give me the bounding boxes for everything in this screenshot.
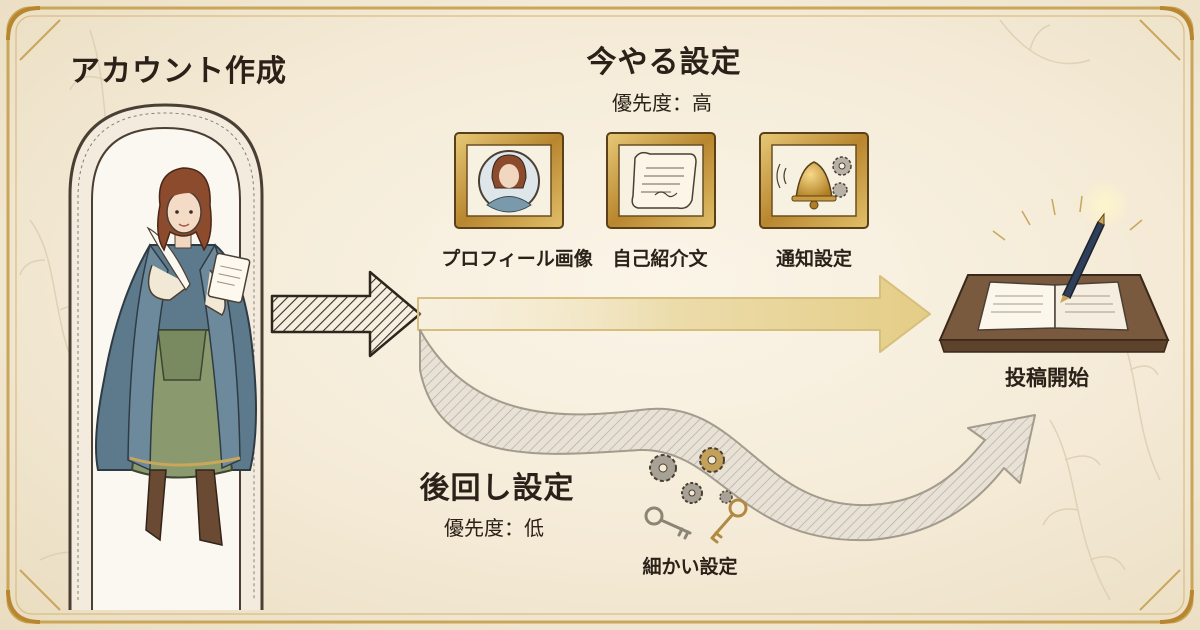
low-priority-path-arrow [419, 329, 1036, 542]
item-bio-label: 自己紹介文 [612, 248, 708, 270]
low-priority-level: 優先度：低 [444, 516, 544, 540]
profile-frame [454, 132, 564, 229]
start-arrow [270, 270, 422, 358]
high-priority-title: 今やる設定 [586, 45, 742, 80]
high-priority-path-arrow [417, 275, 931, 353]
high-priority-level: 優先度：高 [612, 91, 712, 115]
item-profile-label: プロフィール画像 [441, 248, 593, 270]
start-title: アカウント作成 [70, 54, 287, 89]
woman-character-illustration [95, 167, 257, 546]
ornate-border [6, 6, 1194, 624]
detail-settings-label: 細かい設定 [642, 556, 738, 578]
bio-frame [606, 132, 716, 229]
book-desk-illustration [938, 179, 1170, 353]
gears-keys-illustration [644, 447, 748, 544]
low-priority-title: 後回し設定 [419, 471, 575, 506]
goal-title: 投稿開始 [1005, 366, 1089, 390]
item-notification-label: 通知設定 [775, 248, 853, 270]
notification-frame [759, 132, 869, 229]
